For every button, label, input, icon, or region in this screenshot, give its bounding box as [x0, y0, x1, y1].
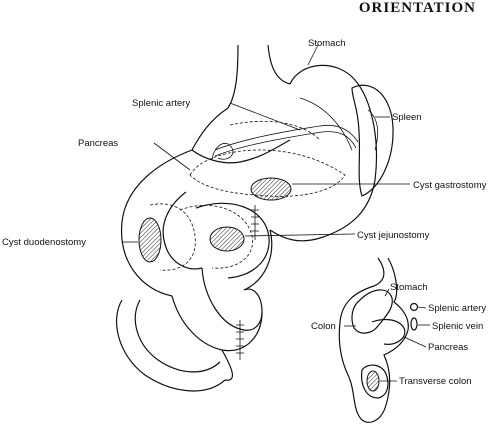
esophagus-shape: [227, 44, 291, 109]
inset-colon-shape: [371, 318, 406, 345]
label-splenic-artery: Splenic artery: [132, 98, 190, 109]
inset-transverse-colon-shape: [361, 364, 389, 399]
cyst-gastrostomy-opening: [250, 177, 292, 201]
inset-label-splenic-vein: Splenic vein: [432, 321, 483, 332]
diagram-title: ORIENTATION: [358, 0, 476, 16]
label-cyst-gastrostomy: Cyst gastrostomy: [413, 180, 487, 191]
main-anatomy-drawing: [115, 44, 394, 392]
inset-splenic-vein-shape: [410, 317, 418, 331]
inset-label-pancreas: Pancreas: [428, 342, 468, 353]
label-spleen: Spleen: [392, 112, 422, 123]
label-stomach: Stomach: [308, 38, 346, 49]
suture-marks: [236, 205, 259, 360]
main-leader-lines: [122, 44, 410, 243]
inset-leader-lines: [344, 288, 430, 382]
duodenum-shape: [120, 149, 203, 297]
inset-label-transverse-colon: Transverse colon: [399, 376, 472, 387]
inset-stomach-shape: [351, 289, 393, 334]
inset-label-splenic-artery: Splenic artery: [428, 303, 486, 314]
inset-label-colon: Colon: [311, 321, 336, 332]
pancreas-shape: [189, 120, 346, 197]
inset-pancreas-shape: [366, 370, 380, 392]
inset-outer-outline: [338, 257, 409, 423]
splenic-artery-shape: [214, 124, 359, 157]
label-cyst-duodenostomy: Cyst duodenostomy: [2, 237, 86, 248]
inset-label-stomach: Stomach: [390, 282, 428, 293]
small-bowel-loops: [115, 267, 263, 392]
stomach-shape: [191, 64, 378, 242]
label-pancreas: Pancreas: [78, 138, 118, 149]
vessel-knot: [211, 143, 234, 161]
inset-splenic-artery-shape: [409, 302, 419, 312]
cyst-duodenostomy-opening: [138, 217, 162, 263]
cyst-jejunostomy-opening: [209, 226, 245, 252]
spleen-shape: [351, 84, 394, 197]
inset-cross-section: [338, 257, 419, 423]
label-cyst-jejunostomy: Cyst jejunostomy: [357, 230, 430, 241]
